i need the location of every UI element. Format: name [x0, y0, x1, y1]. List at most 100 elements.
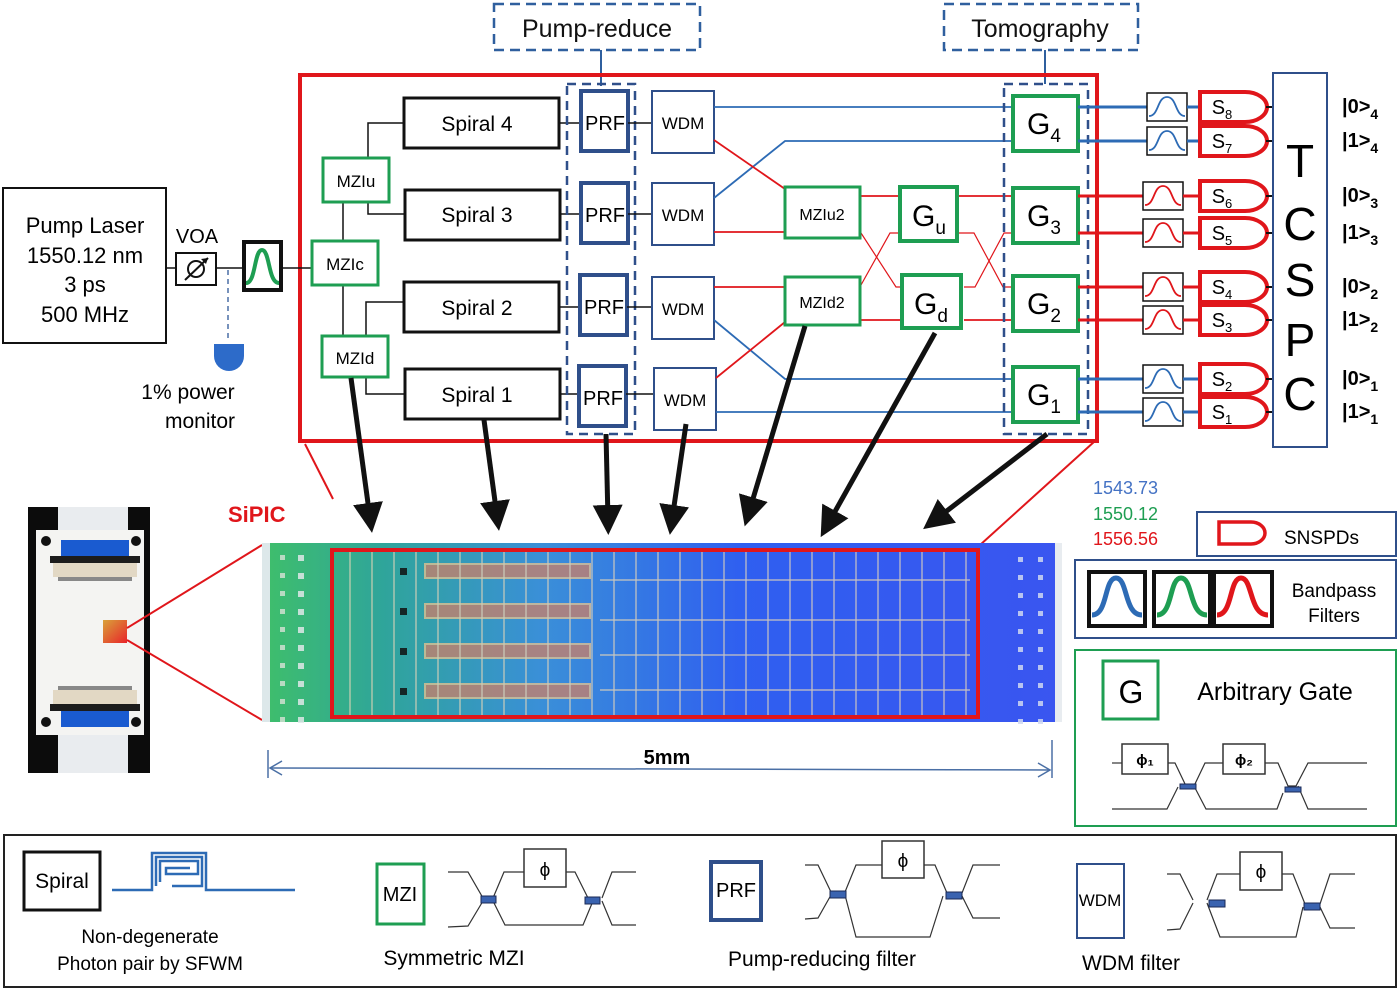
qubit-state-label: |1>2 — [1342, 309, 1378, 335]
svg-text:Arbitrary Gate: Arbitrary Gate — [1197, 678, 1353, 706]
svg-text:PRF: PRF — [584, 297, 624, 319]
snspd-detector-6: S6 — [1198, 179, 1269, 213]
svg-text:Spiral 1: Spiral 1 — [441, 384, 512, 407]
spiral-1: Spiral 1 — [403, 367, 562, 421]
svg-text:WDM: WDM — [662, 206, 704, 225]
svg-text:PRF: PRF — [716, 880, 756, 902]
blue-bandpass-icon — [1142, 364, 1184, 394]
spiral-3: Spiral 3 — [403, 188, 562, 242]
wavelength-green: 1550.12 — [1093, 504, 1158, 524]
snspd-detector-2: S2 — [1198, 362, 1269, 396]
gate-d: Gd — [900, 273, 963, 330]
wavelength-blue: 1543.73 — [1093, 478, 1158, 498]
voa-attenuator — [175, 252, 217, 286]
blue-bandpass-icon — [1091, 575, 1143, 618]
detector-row-6: S6 — [1078, 179, 1273, 213]
svg-text:Filters: Filters — [1308, 606, 1360, 627]
detector-row-3: S3 — [1078, 303, 1273, 337]
svg-text:S1: S1 — [1212, 402, 1233, 427]
power-monitor-line2: monitor — [165, 410, 235, 433]
svg-text:G3: G3 — [1027, 200, 1061, 239]
mzi-up: MZIu — [321, 156, 391, 204]
svg-text:Gu: Gu — [912, 200, 946, 239]
prf-3: PRF — [579, 181, 630, 245]
sipic-micrograph — [262, 543, 1062, 724]
svg-text:G2: G2 — [1027, 288, 1061, 327]
tcspc-letter: P — [1285, 314, 1316, 366]
detector-row-2: S2 — [1078, 362, 1273, 396]
gate-tomography-3: G3 — [1011, 186, 1080, 245]
svg-text:Spiral 4: Spiral 4 — [441, 113, 513, 136]
wdm-2: WDM — [651, 276, 715, 340]
svg-text:Non-degenerate: Non-degenerate — [81, 927, 218, 948]
red-bandpass-icon — [1142, 272, 1184, 302]
red-bandpass-icon — [1142, 218, 1184, 248]
power-monitor-detector-icon — [214, 344, 244, 371]
svg-text:SNSPDs: SNSPDs — [1284, 528, 1359, 549]
svg-text:ϕ₂: ϕ₂ — [1235, 752, 1253, 769]
pump-reduce-group-outline — [565, 82, 637, 436]
svg-text:S4: S4 — [1212, 277, 1233, 302]
sipic-label: SiPIC — [228, 502, 286, 527]
svg-text:G: G — [1119, 674, 1144, 710]
prf-2: PRF — [578, 273, 629, 337]
qubit-state-label: |0>1 — [1342, 368, 1378, 394]
svg-text:Spiral 3: Spiral 3 — [441, 204, 512, 227]
svg-text:MZI: MZI — [383, 884, 417, 906]
qubit-state-label: |0>3 — [1342, 185, 1378, 211]
svg-text:S5: S5 — [1212, 223, 1233, 248]
svg-text:G4: G4 — [1027, 108, 1061, 147]
gate-tomography-1: G1 — [1011, 365, 1080, 424]
svg-text:WDM: WDM — [662, 114, 704, 133]
scale-bar-label: 5mm — [644, 747, 691, 769]
snspd-detector-4: S4 — [1198, 270, 1269, 304]
red-bandpass-icon — [1142, 181, 1184, 211]
svg-text:MZId2: MZId2 — [799, 295, 844, 312]
svg-text:Symmetric MZI: Symmetric MZI — [383, 947, 524, 970]
pump-laser-pulse: 3 ps — [64, 272, 106, 297]
qubit-state-label: |1>3 — [1342, 222, 1378, 248]
blue-bandpass-icon — [1146, 92, 1188, 122]
spiral-waveguide-icon — [112, 851, 295, 892]
snspd-icon — [1217, 520, 1267, 546]
tomography-group-outline — [1002, 82, 1090, 436]
svg-text:MZIc: MZIc — [326, 255, 364, 274]
qubit-state-label: |1>4 — [1342, 130, 1378, 156]
scale-bar: 5mm — [267, 740, 1053, 778]
snspd-detector-8: S8 — [1198, 90, 1269, 124]
svg-text:MZId: MZId — [336, 349, 375, 368]
gate-tomography-2: G2 — [1011, 274, 1080, 333]
pump-reduce-label: Pump-reduce — [522, 15, 672, 43]
detector-row-1: S1 — [1078, 395, 1273, 429]
svg-text:S6: S6 — [1212, 186, 1233, 211]
power-monitor-line1: 1% power — [141, 381, 234, 404]
svg-text:Pump-reducing filter: Pump-reducing filter — [728, 948, 916, 971]
tcspc-letter: C — [1283, 198, 1316, 250]
red-bandpass-icon — [1142, 305, 1184, 335]
snspd-detector-1: S1 — [1198, 395, 1269, 429]
svg-text:WDM: WDM — [664, 391, 706, 410]
svg-text:ϕ: ϕ — [540, 860, 551, 881]
snspd-detector-5: S5 — [1198, 216, 1269, 250]
snspd-detector-7: S7 — [1198, 124, 1269, 158]
wdm-4: WDM — [651, 90, 715, 154]
gate-tomography-4: G4 — [1011, 94, 1080, 153]
mzi-down-2: MZId2 — [783, 275, 862, 327]
gate-u: Gu — [898, 185, 959, 243]
pump-laser: Pump Laser 1550.12 nm 3 ps 500 MHz — [2, 187, 167, 344]
detector-row-4: S4 — [1078, 270, 1273, 304]
tcspc-letter: S — [1285, 254, 1316, 306]
green-bandpass-icon — [1156, 575, 1208, 618]
wdm-1: WDM — [653, 367, 717, 431]
qubit-state-label: |1>1 — [1342, 401, 1378, 427]
svg-text:MZIu: MZIu — [337, 172, 376, 191]
svg-text:Photon pair by SFWM: Photon pair by SFWM — [57, 954, 243, 975]
svg-text:PRF: PRF — [585, 113, 625, 135]
svg-text:S2: S2 — [1212, 369, 1233, 394]
tomography-callout: Tomography — [942, 2, 1140, 84]
prf-4: PRF — [579, 89, 630, 153]
voa-label: VOA — [176, 226, 219, 248]
spiral-4: Spiral 4 — [402, 96, 561, 150]
qubit-state-label: |0>2 — [1342, 276, 1378, 302]
